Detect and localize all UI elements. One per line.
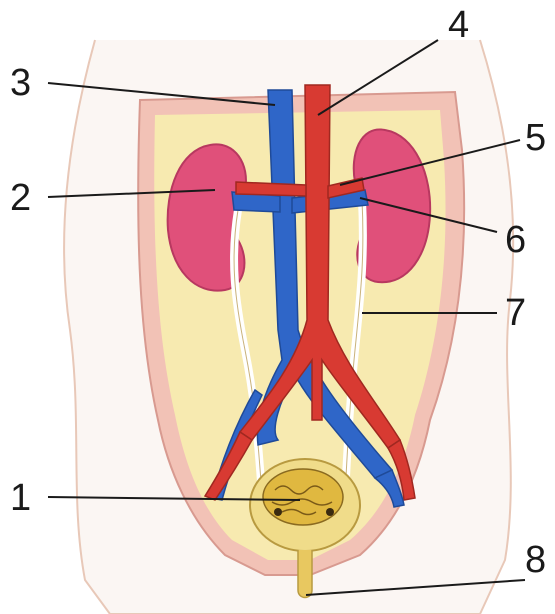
label-6: 6 [505, 219, 526, 261]
label-4: 4 [448, 4, 469, 46]
ureter-opening-left [274, 508, 282, 516]
bladder-inner [263, 469, 343, 525]
label-3: 3 [10, 62, 31, 104]
ureter-opening-right [326, 508, 334, 516]
label-2: 2 [10, 177, 31, 219]
label-1: 1 [10, 477, 31, 519]
label-7: 7 [505, 292, 526, 334]
left-renal-artery [236, 182, 306, 196]
label-8: 8 [525, 539, 546, 581]
label-5: 5 [525, 117, 546, 159]
urethra [298, 550, 312, 598]
